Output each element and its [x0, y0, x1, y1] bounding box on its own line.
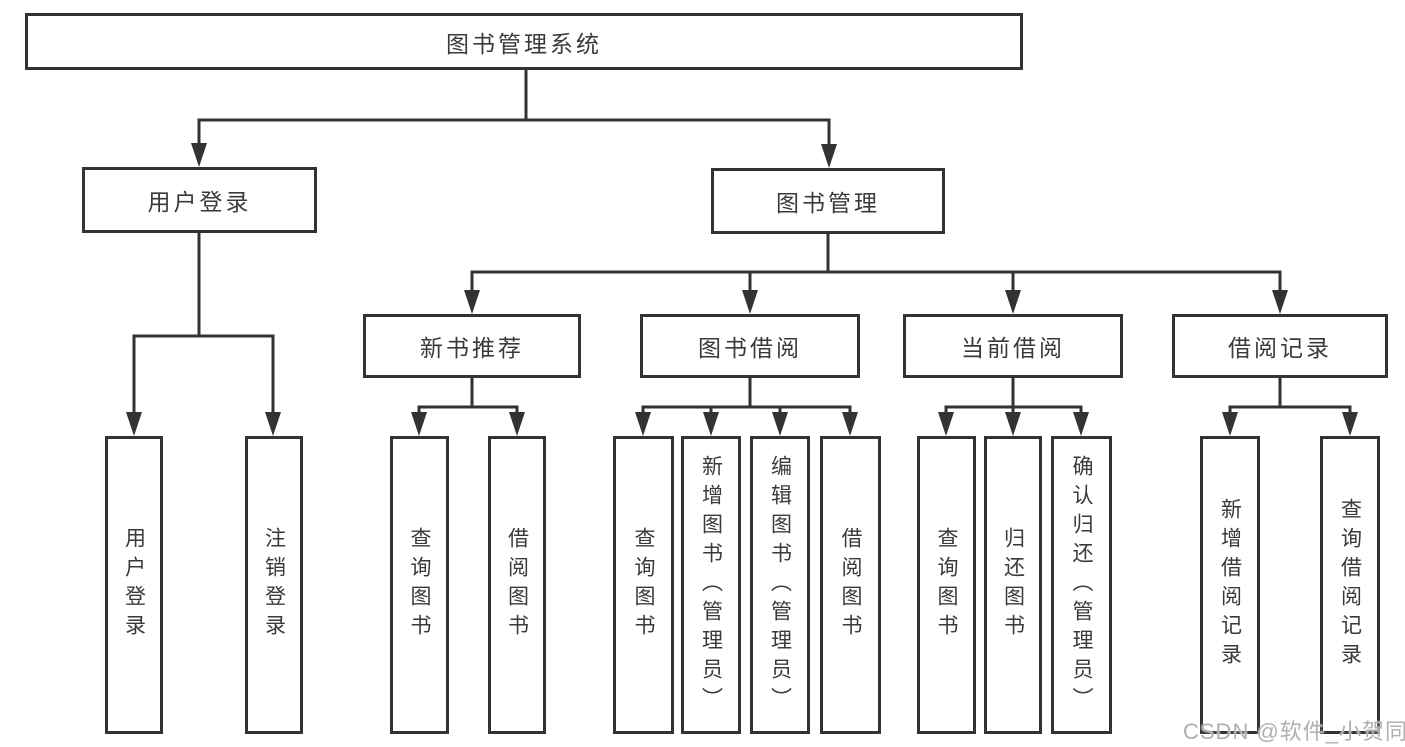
node-library-management-system: 图书管理系统 [25, 13, 1023, 70]
node-label-add-books-admin: 新增图书（管理员） [699, 454, 723, 716]
node-label-user-login: 用户登录 [147, 189, 252, 215]
node-confirm-return-admin: 确认归还（管理员） [1051, 436, 1112, 734]
node-query-books-recommend: 查询图书 [390, 436, 449, 734]
node-label-book-management: 图书管理 [776, 190, 880, 216]
node-label-query-books-borrowing: 查询图书 [632, 527, 656, 643]
arrowhead-icon [821, 144, 837, 168]
node-query-books-current: 查询图书 [917, 436, 976, 734]
node-label-borrowing-records: 借阅记录 [1228, 335, 1332, 361]
node-borrowing-records: 借阅记录 [1172, 314, 1388, 378]
node-borrow-books-recommend: 借阅图书 [488, 436, 546, 734]
arrowhead-icon [411, 412, 427, 436]
arrowhead-icon [126, 412, 142, 436]
arrowhead-icon [1073, 412, 1089, 436]
node-book-borrowing: 图书借阅 [640, 314, 860, 378]
node-label-borrow-books-borrowing: 借阅图书 [839, 527, 863, 643]
node-label-add-borrowing-record: 新增借阅记录 [1218, 498, 1242, 672]
node-label-current-borrowing: 当前借阅 [961, 335, 1065, 361]
node-query-borrowing-record: 查询借阅记录 [1320, 436, 1380, 734]
node-borrow-books-borrowing: 借阅图书 [820, 436, 881, 734]
node-label-edit-books-admin: 编辑图书（管理员） [768, 454, 792, 716]
node-return-books: 归还图书 [984, 436, 1042, 734]
arrowhead-icon [1222, 412, 1238, 436]
arrowhead-icon [509, 412, 525, 436]
node-add-books-admin: 新增图书（管理员） [681, 436, 741, 734]
node-label-query-books-recommend: 查询图书 [408, 527, 432, 643]
node-label-new-book-recommendation: 新书推荐 [420, 335, 524, 361]
watermark: CSDN @软件_小贺同学 [1183, 719, 1405, 744]
arrowhead-icon [1342, 412, 1358, 436]
arrowhead-icon [635, 412, 651, 436]
node-label-query-books-current: 查询图书 [935, 527, 959, 643]
node-label-logout-leaf: 注销登录 [262, 527, 286, 643]
node-label-user-login-leaf: 用户登录 [122, 527, 146, 643]
arrowhead-icon [191, 143, 207, 167]
node-user-login: 用户登录 [82, 167, 317, 233]
node-logout-leaf: 注销登录 [245, 436, 303, 734]
node-label-borrow-books-recommend: 借阅图书 [505, 527, 529, 643]
node-label-confirm-return-admin: 确认归还（管理员） [1070, 454, 1094, 716]
node-label-book-borrowing: 图书借阅 [698, 335, 802, 361]
node-new-book-recommendation: 新书推荐 [363, 314, 581, 378]
arrowhead-icon [938, 412, 954, 436]
arrowhead-icon [772, 412, 788, 436]
node-label-query-borrowing-record: 查询借阅记录 [1338, 498, 1362, 672]
arrowhead-icon [1005, 290, 1021, 314]
arrowhead-icon [742, 290, 758, 314]
node-label-library-management-system: 图书管理系统 [446, 30, 602, 57]
arrowhead-icon [265, 412, 281, 436]
arrowhead-icon [464, 290, 480, 314]
arrowhead-icon [1272, 290, 1288, 314]
arrowhead-icon [1005, 412, 1021, 436]
node-edit-books-admin: 编辑图书（管理员） [750, 436, 810, 734]
node-query-books-borrowing: 查询图书 [613, 436, 674, 734]
node-label-return-books: 归还图书 [1001, 527, 1025, 643]
node-add-borrowing-record: 新增借阅记录 [1200, 436, 1260, 734]
arrowhead-icon [842, 412, 858, 436]
node-user-login-leaf: 用户登录 [105, 436, 163, 734]
node-book-management: 图书管理 [711, 168, 945, 234]
arrowhead-icon [703, 412, 719, 436]
node-current-borrowing: 当前借阅 [903, 314, 1123, 378]
